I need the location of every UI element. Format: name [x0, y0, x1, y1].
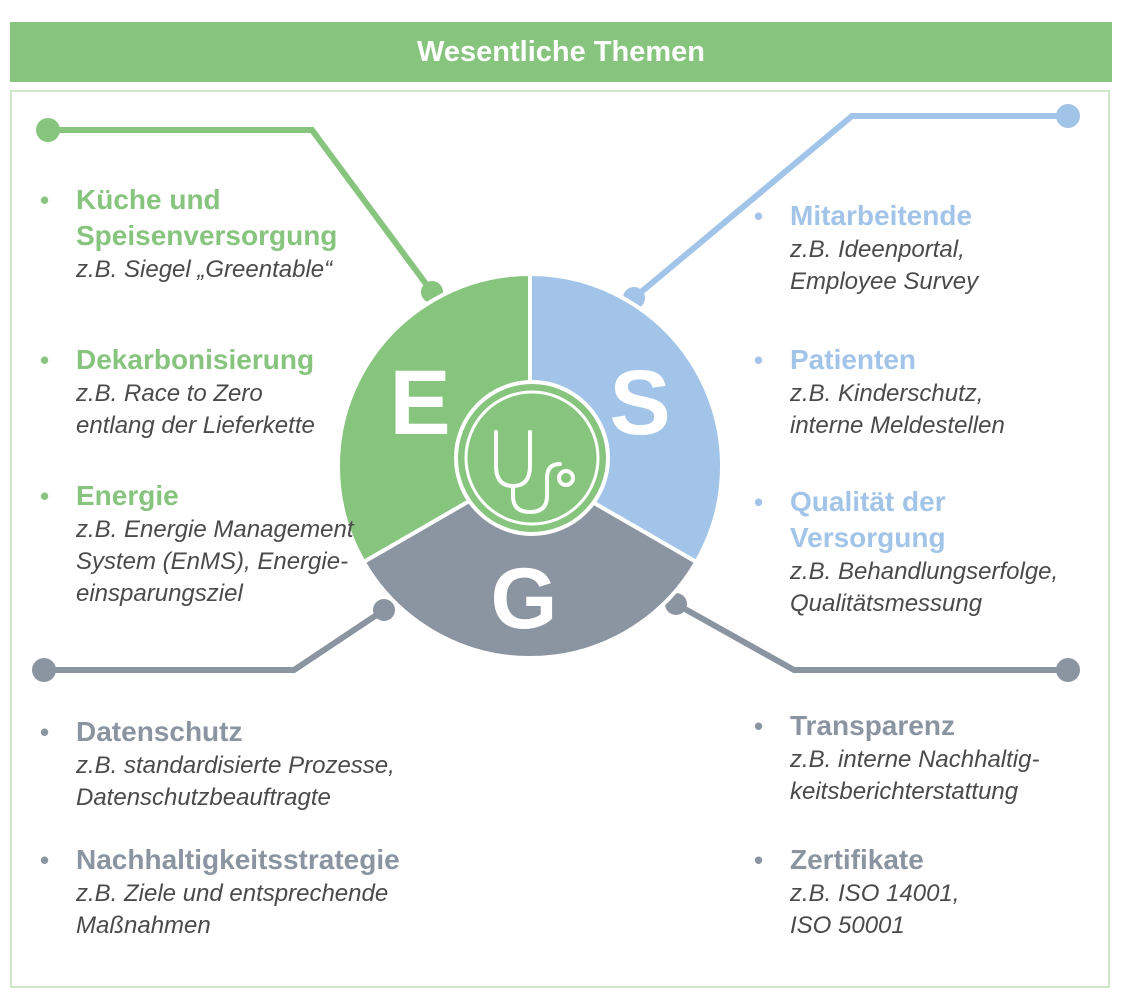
connector-dot-governance-left-inner: [373, 599, 395, 621]
connector-governance-left: [44, 607, 386, 673]
topic-kueche: • Küche und Speisenversorgung z.B. Siege…: [40, 182, 396, 286]
center-badge-ring: [464, 390, 600, 526]
bullet: •: [754, 345, 764, 375]
topic-example: z.B. Race to Zero entlang der Lieferkett…: [76, 380, 315, 439]
connector-environment: [48, 127, 435, 294]
bullet: •: [40, 345, 50, 375]
bullet: •: [40, 717, 50, 747]
topic-title: Dekarbonisierung: [76, 344, 315, 375]
stethoscope-icon: [494, 430, 575, 514]
topic-example: z.B. ISO 14001, ISO 50001: [790, 880, 960, 939]
bullet: •: [754, 487, 764, 517]
topic-transparenz: • Transparenz z.B. interne Nachhaltig-ke…: [754, 708, 1100, 808]
topic-example: z.B. Kinderschutz, interne Meldestellen: [790, 380, 1005, 439]
topic-dekarbonisierung: • Dekarbonisierung z.B. Race to Zero ent…: [40, 342, 376, 442]
topic-title: Energie: [76, 480, 179, 511]
connector-social: [632, 113, 1068, 301]
bullet: •: [754, 845, 764, 875]
bullet: •: [754, 201, 764, 231]
topic-title: Patienten: [790, 344, 917, 375]
connector-dot-governance-left-outer: [32, 658, 56, 682]
topic-example: z.B. standardisierte Prozesse, Datenschu…: [76, 752, 395, 811]
bullet: •: [40, 481, 50, 511]
topic-title: Transparenz: [790, 710, 955, 741]
letter-g: G: [491, 551, 558, 647]
topic-example: z.B. Energie Management System (EnMS), E…: [76, 516, 354, 607]
topic-title: Datenschutz: [76, 716, 243, 747]
connector-governance-right: [674, 601, 1068, 673]
header-title: Wesentliche Themen: [417, 35, 705, 68]
letter-e: E: [389, 352, 450, 454]
topic-title: Nachhaltigkeitsstrategie: [76, 844, 400, 875]
bullet: •: [40, 185, 50, 215]
topic-zertifikate: • Zertifikate z.B. ISO 14001, ISO 50001: [754, 842, 1020, 942]
topic-nachhaltigkeitsstrategie: • Nachhaltigkeitsstrategie z.B. Ziele un…: [40, 842, 476, 942]
topic-title: Mitarbeitende: [790, 200, 973, 231]
connector-dot-governance-right-outer: [1056, 658, 1080, 682]
topic-title: Küche und Speisenversorgung: [76, 184, 338, 251]
topic-qualitaet: • Qualität der Versorgung z.B. Behandlun…: [754, 484, 1110, 620]
topic-example: z.B. interne Nachhaltig-keitsberichterst…: [790, 746, 1040, 805]
content-frame: [10, 90, 1110, 988]
bullet: •: [754, 711, 764, 741]
topic-title: Qualität der Versorgung: [790, 486, 946, 553]
topic-patienten: • Patienten z.B. Kinderschutz, interne M…: [754, 342, 1060, 442]
topic-example: z.B. Behandlungserfolge, Qualitätsmessun…: [790, 558, 1059, 617]
topic-example: z.B. Siegel „Greentable“: [76, 256, 333, 283]
letter-s: S: [609, 352, 670, 454]
bullet: •: [40, 845, 50, 875]
topic-example: z.B. Ideenportal, Employee Survey: [790, 236, 979, 295]
topic-title: Zertifikate: [790, 844, 924, 875]
topic-datenschutz: • Datenschutz z.B. standardisierte Proze…: [40, 714, 466, 814]
connector-dot-environment-outer: [36, 118, 60, 142]
header-banner: Wesentliche Themen: [10, 22, 1112, 82]
segment-governance: [360, 463, 700, 660]
connector-dot-social-outer: [1056, 104, 1080, 128]
topic-example: z.B. Ziele und entsprechende Maßnahmen: [76, 880, 389, 939]
topic-energie: • Energie z.B. Energie Management System…: [40, 478, 366, 610]
topic-mitarbeitende: • Mitarbeitende z.B. Ideenportal, Employ…: [754, 198, 1040, 298]
